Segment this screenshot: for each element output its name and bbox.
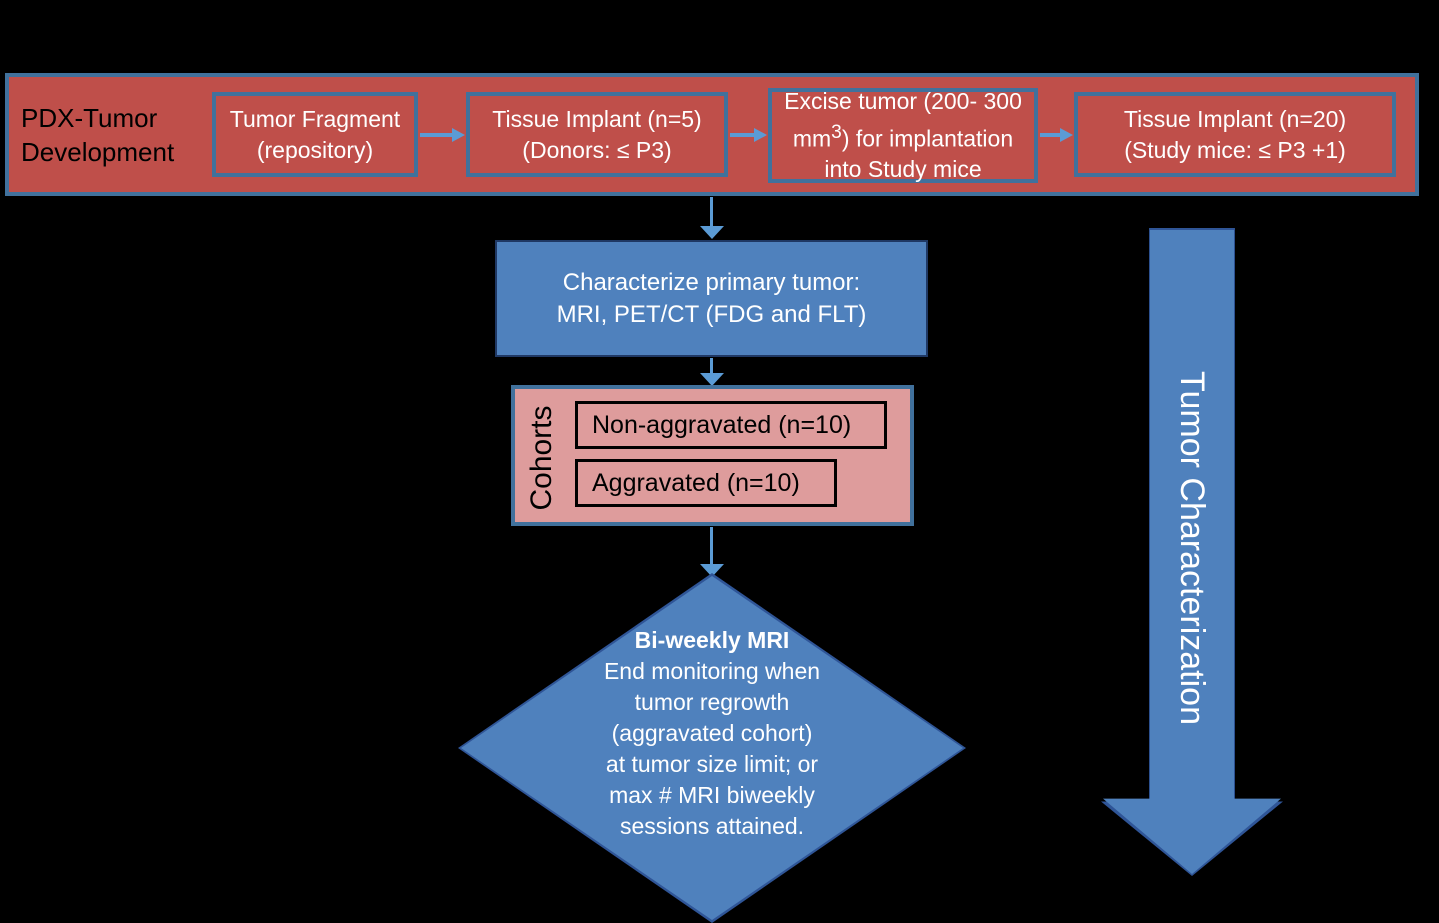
line-2: (repository) bbox=[256, 136, 374, 163]
characterize-primary-tumor-box: Characterize primary tumor: MRI, PET/CT … bbox=[495, 240, 928, 357]
step-tissue-implant-donors-text: Tissue Implant (n=5) (Donors: ≤ P3) bbox=[492, 104, 701, 166]
arrow-head-icon bbox=[754, 128, 767, 142]
line-1: Tumor Fragment bbox=[229, 105, 401, 132]
step-excise-tumor-text: Excise tumor (200- 300 mm3) for implanta… bbox=[784, 86, 1022, 186]
line-2: MRI, PET/CT (FDG and FLT) bbox=[556, 300, 867, 328]
step-tissue-implant-donors: Tissue Implant (n=5) (Donors: ≤ P3) bbox=[466, 92, 728, 177]
arrow-shaft bbox=[710, 527, 713, 564]
step-excise-tumor: Excise tumor (200- 300 mm3) for implanta… bbox=[768, 88, 1038, 183]
line-2: (Donors: ≤ P3) bbox=[522, 136, 672, 163]
line-1: Tissue Implant (n=20) bbox=[1123, 105, 1347, 132]
connector-arrow-right-1 bbox=[420, 128, 465, 142]
line-2-post: ) for implantation bbox=[841, 125, 1014, 152]
decision-line-5: max # MRI biweekly bbox=[609, 782, 815, 808]
decision-line-3: (aggravated cohort) bbox=[611, 720, 813, 746]
line-1: Characterize primary tumor: bbox=[562, 268, 861, 296]
arrow-head-icon bbox=[700, 226, 724, 239]
arrow-head-icon bbox=[700, 373, 724, 386]
arrow-head-icon bbox=[1060, 128, 1073, 142]
step-tissue-implant-study-text: Tissue Implant (n=20) (Study mice: ≤ P3 … bbox=[1124, 104, 1346, 166]
decision-line-4: at tumor size limit; or bbox=[605, 751, 819, 777]
cohort-aggravated: Aggravated (n=10) bbox=[575, 459, 837, 507]
connector-arrow-right-2 bbox=[730, 128, 767, 142]
decision-line-1: End monitoring when bbox=[603, 658, 821, 684]
connector-arrow-down-3 bbox=[700, 527, 724, 577]
connector-arrow-right-3 bbox=[1040, 128, 1073, 142]
step-tumor-fragment: Tumor Fragment (repository) bbox=[212, 92, 418, 177]
banner-title: PDX-Tumor Development bbox=[21, 103, 175, 167]
arrow-shaft bbox=[710, 358, 713, 373]
superscript-3: 3 bbox=[831, 121, 842, 143]
line-2: (Study mice: ≤ P3 +1) bbox=[1124, 136, 1346, 163]
connector-arrow-down-2 bbox=[700, 358, 724, 386]
diagram-canvas: PDX-Tumor Development Tumor Fragment (re… bbox=[5, 73, 1419, 923]
decision-diamond-text: Bi-weekly MRI End monitoring when tumor … bbox=[458, 625, 966, 842]
cohorts-label: Cohorts bbox=[525, 405, 558, 511]
cohorts-group: Cohorts Non-aggravated (n=10) Aggravated… bbox=[511, 385, 914, 526]
tumor-characterization-label: Tumor Characterization bbox=[1173, 371, 1211, 725]
line-1: Tissue Implant (n=5) bbox=[492, 105, 702, 132]
arrow-shaft bbox=[730, 133, 754, 137]
arrow-head-icon bbox=[452, 128, 465, 142]
line-3: into Study mice bbox=[824, 156, 982, 183]
tumor-characterization-arrow: Tumor Characterization bbox=[1101, 228, 1283, 876]
connector-arrow-down-1 bbox=[700, 197, 724, 239]
decision-diamond: Bi-weekly MRI End monitoring when tumor … bbox=[458, 573, 966, 923]
characterize-primary-tumor-text: Characterize primary tumor: MRI, PET/CT … bbox=[557, 267, 867, 331]
line-1: Excise tumor (200- 300 bbox=[784, 87, 1022, 114]
arrow-shaft bbox=[710, 197, 713, 226]
cohort-non-aggravated: Non-aggravated (n=10) bbox=[575, 401, 887, 449]
step-tumor-fragment-text: Tumor Fragment (repository) bbox=[230, 104, 400, 166]
arrow-shaft bbox=[1040, 133, 1060, 137]
arrow-head-icon bbox=[700, 564, 724, 577]
cohort-aggravated-label: Aggravated (n=10) bbox=[592, 469, 800, 497]
cohort-non-aggravated-label: Non-aggravated (n=10) bbox=[592, 411, 852, 439]
decision-line-6: sessions attained. bbox=[619, 813, 805, 839]
arrow-shaft bbox=[420, 133, 452, 137]
decision-heading: Bi-weekly MRI bbox=[634, 627, 790, 653]
decision-line-2: tumor regrowth bbox=[634, 689, 790, 715]
step-tissue-implant-study: Tissue Implant (n=20) (Study mice: ≤ P3 … bbox=[1074, 92, 1396, 177]
line-2-pre: mm bbox=[792, 125, 832, 152]
